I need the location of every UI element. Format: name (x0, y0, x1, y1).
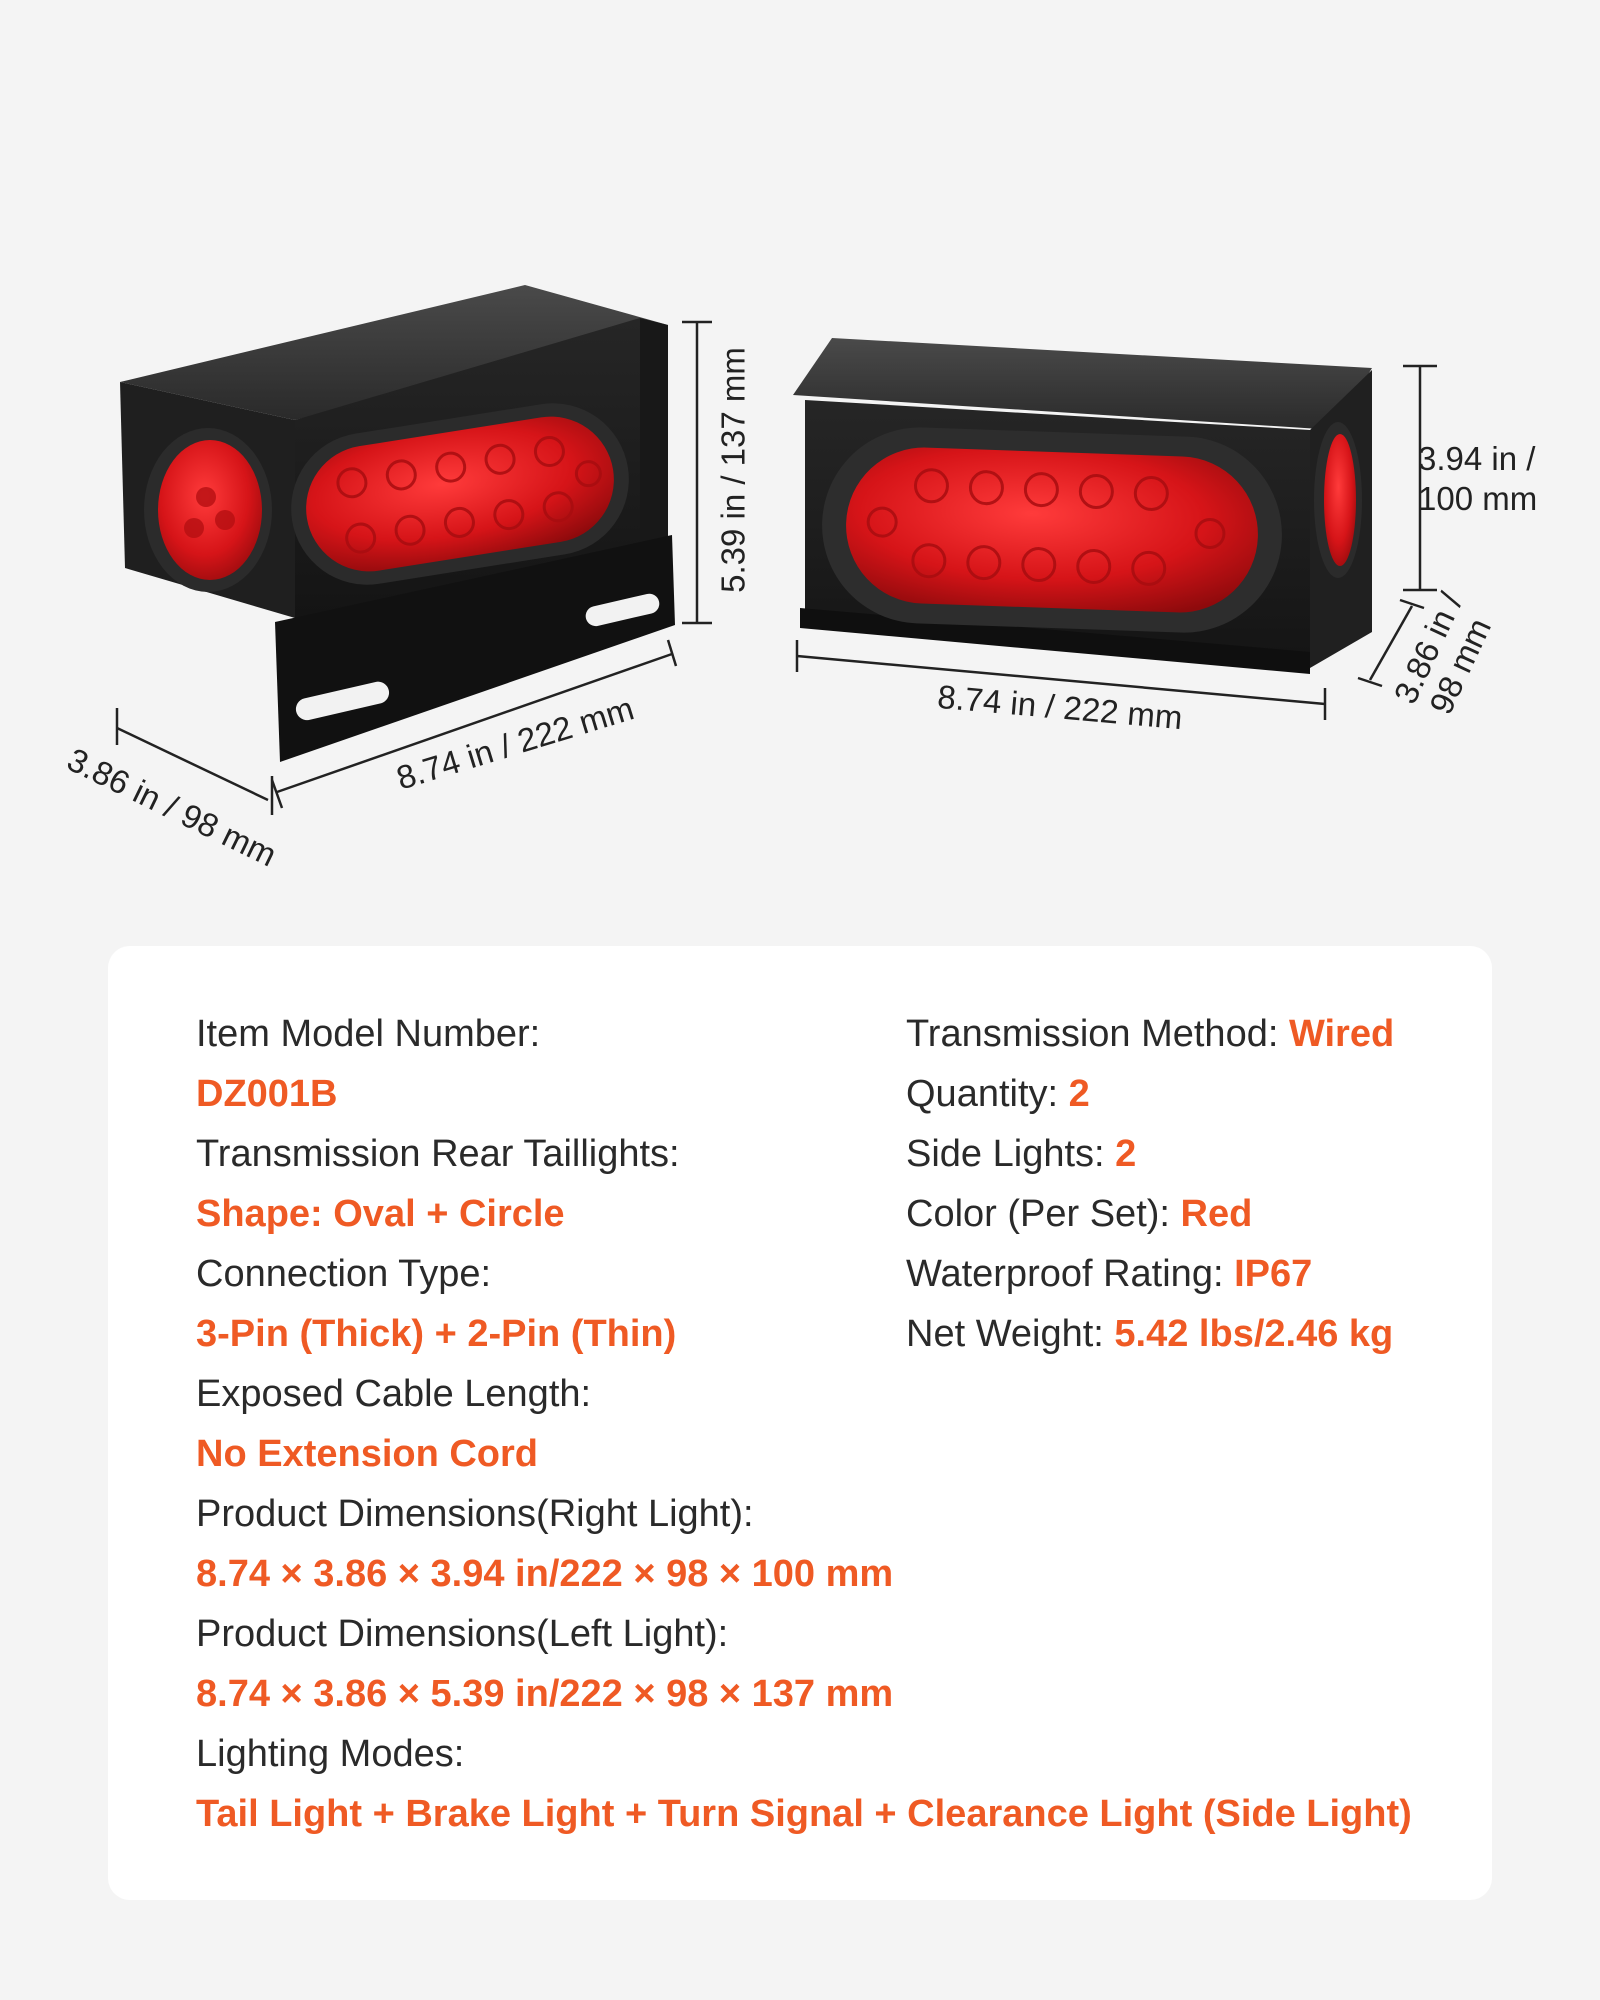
color-value: Red (1180, 1193, 1253, 1235)
net-weight-row: Net Weight: 5.42 lbs/2.46 kg (906, 1304, 1466, 1364)
right-height-label-line1: 3.94 in / (1418, 440, 1536, 477)
right-oval-lens (846, 447, 1258, 613)
right-box-lip (800, 608, 1310, 674)
color-row: Color (Per Set): Red (906, 1184, 1466, 1244)
transmission-method-label: Transmission Method: (906, 1013, 1279, 1055)
quantity-label: Quantity: (906, 1073, 1059, 1115)
connection-type-label: Connection Type: (196, 1253, 492, 1295)
quantity-row: Quantity: 2 (906, 1064, 1466, 1124)
transmission-method-value: Wired (1288, 1013, 1395, 1055)
right-width-line (796, 654, 1326, 706)
left-light-box (120, 285, 675, 762)
side-lights-label: Side Lights: (906, 1133, 1105, 1175)
product-illustration (115, 285, 1437, 815)
dimensions-right-label: Product Dimensions(Right Light): (196, 1493, 754, 1535)
right-oval-light (822, 427, 1282, 633)
item-model-number-value: DZ001B (196, 1073, 338, 1115)
dimensions-right-value: 8.74 × 3.86 × 3.94 in/222 × 98 × 100 mm (196, 1553, 894, 1595)
side-lights-row: Side Lights: 2 (906, 1124, 1466, 1184)
right-height-label-line2: 100 mm (1418, 480, 1538, 517)
left-box-flange (640, 318, 668, 565)
bracket-slot-right (585, 593, 660, 627)
net-weight-value: 5.42 lbs/2.46 kg (1114, 1313, 1394, 1355)
right-light-box (793, 338, 1372, 674)
dimensions-left-value: 8.74 × 3.86 × 5.39 in/222 × 98 × 137 mm (196, 1673, 894, 1715)
net-weight-label: Net Weight: (906, 1313, 1104, 1355)
transmission-rear-taillights-value: Shape: Oval + Circle (196, 1193, 565, 1235)
left-depth-line (116, 726, 269, 802)
left-width-line (276, 652, 673, 794)
transmission-method-row: Transmission Method: Wired (906, 1004, 1466, 1064)
waterproof-rating-row: Waterproof Rating: IP67 (906, 1244, 1466, 1304)
quantity-value: 2 (1068, 1073, 1090, 1115)
spec-column-right: Transmission Method: Wired Quantity: 2 S… (906, 1004, 1466, 1364)
item-model-number-label: Item Model Number: (196, 1013, 541, 1055)
waterproof-rating-label: Waterproof Rating: (906, 1253, 1224, 1295)
exposed-cable-length-label: Exposed Cable Length: (196, 1373, 592, 1415)
right-box-top (793, 338, 1372, 430)
transmission-rear-taillights-label: Transmission Rear Taillights: (196, 1133, 680, 1175)
dimensions-left-label: Product Dimensions(Left Light): (196, 1613, 729, 1655)
lighting-modes-value: Tail Light + Brake Light + Turn Signal +… (196, 1793, 1412, 1835)
spec-column-left: Item Model Number: DZ001B Transmission R… (196, 1004, 1412, 1844)
color-label: Color (Per Set): (906, 1193, 1170, 1235)
side-lights-value: 2 (1115, 1133, 1137, 1175)
left-box-top (120, 285, 668, 420)
left-oval-light (291, 403, 629, 585)
exposed-cable-length-value: No Extension Cord (196, 1433, 539, 1475)
dimension-lines (115, 320, 1437, 815)
waterproof-rating-value: IP67 (1234, 1253, 1313, 1295)
left-box-bracket (275, 535, 675, 762)
lighting-modes-label: Lighting Modes: (196, 1733, 465, 1775)
right-depth-line (1368, 605, 1414, 681)
spec-card: Item Model Number: DZ001B Transmission R… (108, 946, 1492, 1900)
bracket-slot-left (295, 681, 390, 721)
right-side-light-lens (1324, 434, 1356, 566)
connection-type-value: 3-Pin (Thick) + 2-Pin (Thin) (196, 1313, 677, 1355)
product-figure: 5.39 in / 137 mm 8.74 in / 222 mm 3.86 i… (0, 0, 1600, 900)
left-round-light-lens (158, 440, 262, 580)
left-height-label: 5.39 in / 137 mm (714, 347, 752, 593)
